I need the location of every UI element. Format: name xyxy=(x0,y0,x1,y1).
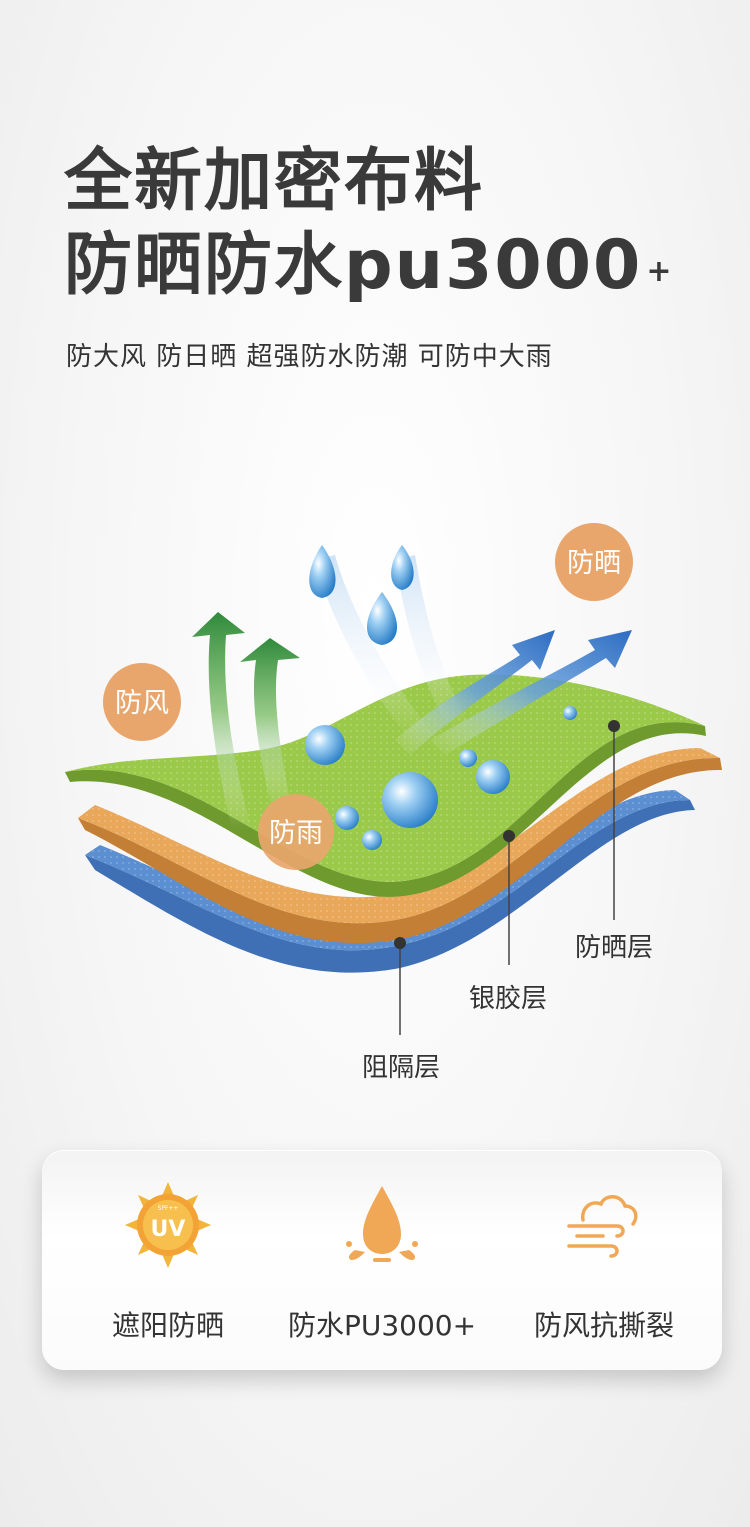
fabric-layer-diagram: 防晒 防风 防雨 防晒层 银胶层 阻隔层 xyxy=(65,523,722,1083)
green-wind-arrows xyxy=(192,612,300,830)
leader-dots xyxy=(394,720,620,949)
water-drop-icon xyxy=(346,1186,418,1262)
badge-rain-label: 防雨 xyxy=(269,818,323,849)
uv-text: UV xyxy=(151,1217,186,1242)
badge-wind-label: 防风 xyxy=(115,688,169,719)
subtitle: 防大风 防日晒 超强防水防潮 可防中大雨 xyxy=(66,342,553,372)
headline-line-2: 防晒防水pu3000+ xyxy=(64,224,674,308)
badge-sun-label: 防晒 xyxy=(567,548,621,579)
water-droplets xyxy=(305,545,577,850)
headline-line-2-text: 防晒防水pu3000 xyxy=(64,226,643,305)
uv-spf-text: SPF++ xyxy=(158,1205,179,1212)
headline-plus-mark: + xyxy=(646,254,674,289)
badge-sun: 防晒 xyxy=(555,523,633,601)
sun-protection-layer xyxy=(65,674,706,897)
leader-lines xyxy=(399,726,615,1035)
uv-sun-icon: SPF++ UV xyxy=(125,1182,211,1268)
silver-glue-layer xyxy=(78,748,722,944)
headline: 全新加密布料 防晒防水pu3000+ xyxy=(64,140,674,308)
wind-cloud-icon xyxy=(567,1195,638,1258)
feature-label: 遮阳防晒 xyxy=(111,1309,224,1342)
feature-waterproof: 防水PU3000+ xyxy=(272,1180,492,1344)
headline-line-1: 全新加密布料 xyxy=(64,142,485,221)
feature-label: 防风抗撕裂 xyxy=(533,1309,674,1342)
rain-streams xyxy=(315,555,470,740)
feature-label: 防水PU3000+ xyxy=(287,1309,477,1342)
blue-reflection-arrows xyxy=(395,630,632,755)
feature-card: SPF++ UV 遮阳防晒 防水PU3000+ 防风抗撕裂 xyxy=(42,1150,722,1370)
badge-wind: 防风 xyxy=(103,663,181,741)
badge-rain: 防雨 xyxy=(258,794,334,870)
label-glue-layer: 银胶层 xyxy=(469,984,547,1014)
label-sun-layer: 防晒层 xyxy=(575,933,653,963)
label-barrier-layer: 阻隔层 xyxy=(362,1053,440,1083)
feature-windproof: 防风抗撕裂 xyxy=(494,1180,714,1344)
feature-sun-protection: SPF++ UV 遮阳防晒 xyxy=(58,1180,278,1344)
